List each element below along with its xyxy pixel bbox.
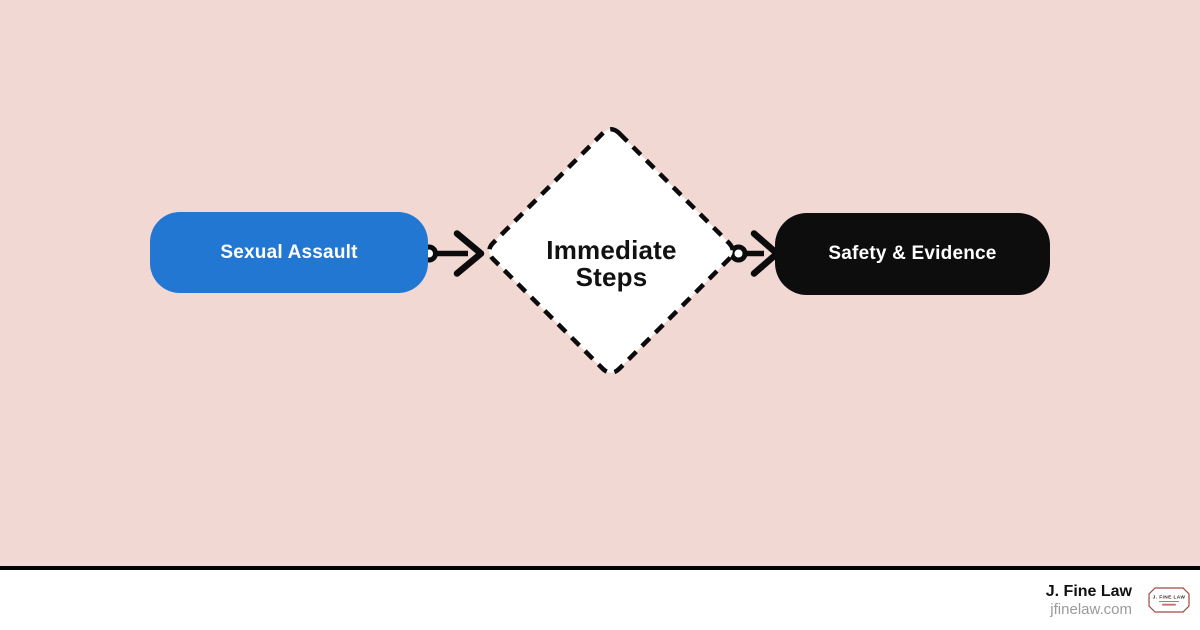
brand-name: J. Fine Law <box>1045 582 1132 600</box>
node-sexual-assault: Sexual Assault <box>150 212 428 293</box>
logo-badge-outline <box>1148 587 1190 613</box>
node-immediate-steps-label: Immediate Steps <box>546 235 677 292</box>
connector-origin-dot-icon <box>729 244 748 263</box>
arrowhead-icon <box>453 230 485 277</box>
node-safety-evidence: Safety & Evidence <box>775 213 1050 295</box>
node-label: Safety & Evidence <box>828 243 997 264</box>
brand-website: jfinelaw.com <box>1050 600 1132 618</box>
arrowhead-icon <box>750 230 781 277</box>
logo-badge-subtext-mark <box>1162 603 1176 606</box>
brand-logo-icon: J. FINE LAW <box>1148 587 1190 613</box>
footer-bar: J. Fine Law jfinelaw.com J. FINE LAW <box>0 566 1200 630</box>
logo-badge-text: J. FINE LAW <box>1153 595 1186 601</box>
node-label: Sexual Assault <box>220 241 358 263</box>
connector-decision-to-end <box>729 230 781 277</box>
brand-block: J. Fine Law jfinelaw.com <box>1046 582 1132 619</box>
connector-start-to-decision <box>420 230 485 277</box>
